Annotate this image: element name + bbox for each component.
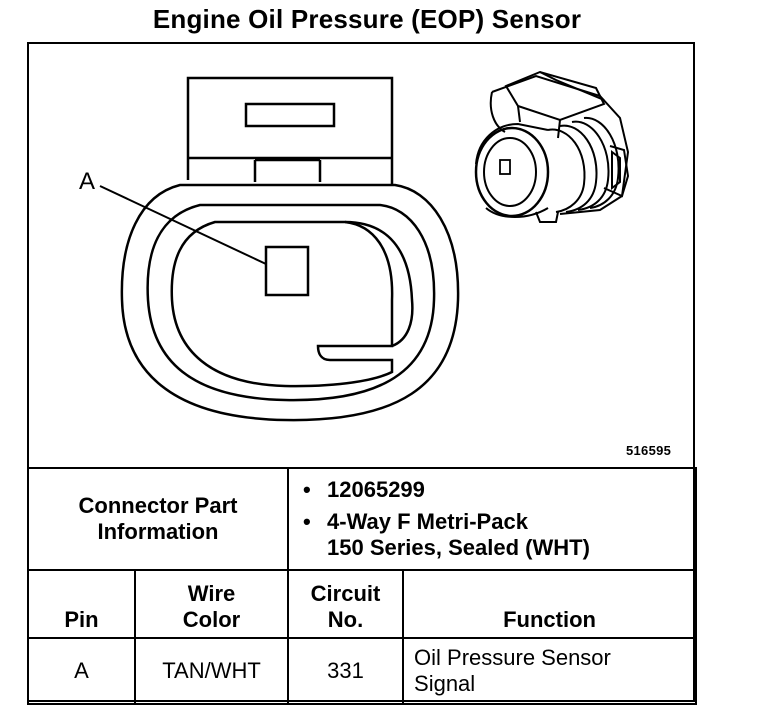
pin-table-header-row: Pin Wire Color Circuit No. Function bbox=[27, 569, 698, 639]
outer-shell bbox=[120, 183, 460, 422]
terminal-pin-a bbox=[264, 245, 310, 297]
header-circuit: Circuit No. bbox=[287, 569, 405, 639]
header-pin: Pin bbox=[27, 569, 136, 639]
header-circuit-line2: No. bbox=[327, 607, 364, 632]
pin-cell: A bbox=[27, 637, 136, 705]
reference-number: 516595 bbox=[626, 443, 672, 458]
connector-isometric-view bbox=[474, 70, 630, 223]
function-line2: Signal bbox=[414, 671, 476, 696]
connector-part-info-label-line2: Information bbox=[97, 519, 219, 544]
connector-part-info-label: Connector Part Information bbox=[26, 467, 290, 571]
part-number: 12065299 bbox=[327, 477, 425, 502]
circuit-cell: 331 bbox=[287, 637, 405, 705]
header-function-label: Function bbox=[503, 607, 596, 632]
wire-color-cell: TAN/WHT bbox=[133, 637, 290, 705]
header-wire-color: Wire Color bbox=[133, 569, 290, 639]
connector-type-line2: 150 Series, Sealed (WHT) bbox=[327, 535, 590, 560]
connector-type-line1: 4-Way F Metri-Pack bbox=[327, 509, 528, 534]
connector-part-info-details: • 12065299 • 4-Way F Metri-Pack 150 Seri… bbox=[287, 467, 698, 571]
function-cell: Oil Pressure Sensor Signal bbox=[402, 637, 698, 705]
connector-part-info-label-line1: Connector Part bbox=[78, 493, 238, 518]
callout-leader bbox=[99, 185, 267, 265]
bullet-glyph: • bbox=[303, 509, 311, 534]
isometric-front-face bbox=[474, 126, 550, 218]
latch-housing bbox=[186, 76, 394, 186]
latch-window bbox=[244, 102, 336, 128]
header-wire-color-line2: Color bbox=[182, 607, 241, 632]
bullet-glyph: • bbox=[303, 477, 311, 502]
latch-tab bbox=[188, 156, 392, 182]
part-number-item: • 12065299 bbox=[303, 477, 695, 503]
connector-part-info-row: Connector Part Information • 12065299 • … bbox=[26, 467, 698, 571]
connector-info-table: Connector Part Information • 12065299 • … bbox=[26, 467, 698, 705]
connector-type-item: • 4-Way F Metri-Pack 150 Series, Sealed … bbox=[303, 509, 695, 561]
header-circuit-line1: Circuit bbox=[310, 581, 381, 606]
page-title: Engine Oil Pressure (EOP) Sensor bbox=[152, 4, 582, 34]
header-pin-label: Pin bbox=[64, 607, 99, 632]
function-line1: Oil Pressure Sensor bbox=[414, 645, 611, 670]
header-function: Function bbox=[402, 569, 698, 639]
keyed-cavity bbox=[170, 220, 394, 388]
pin-a-callout-label: A bbox=[79, 168, 96, 195]
connector-diagram bbox=[99, 70, 630, 422]
inner-seal-ring bbox=[146, 203, 436, 402]
connector-face-view bbox=[99, 76, 460, 422]
header-wire-color-line1: Wire bbox=[187, 581, 236, 606]
table-row: A TAN/WHT 331 Oil Pressure Sensor Signal bbox=[27, 637, 698, 705]
